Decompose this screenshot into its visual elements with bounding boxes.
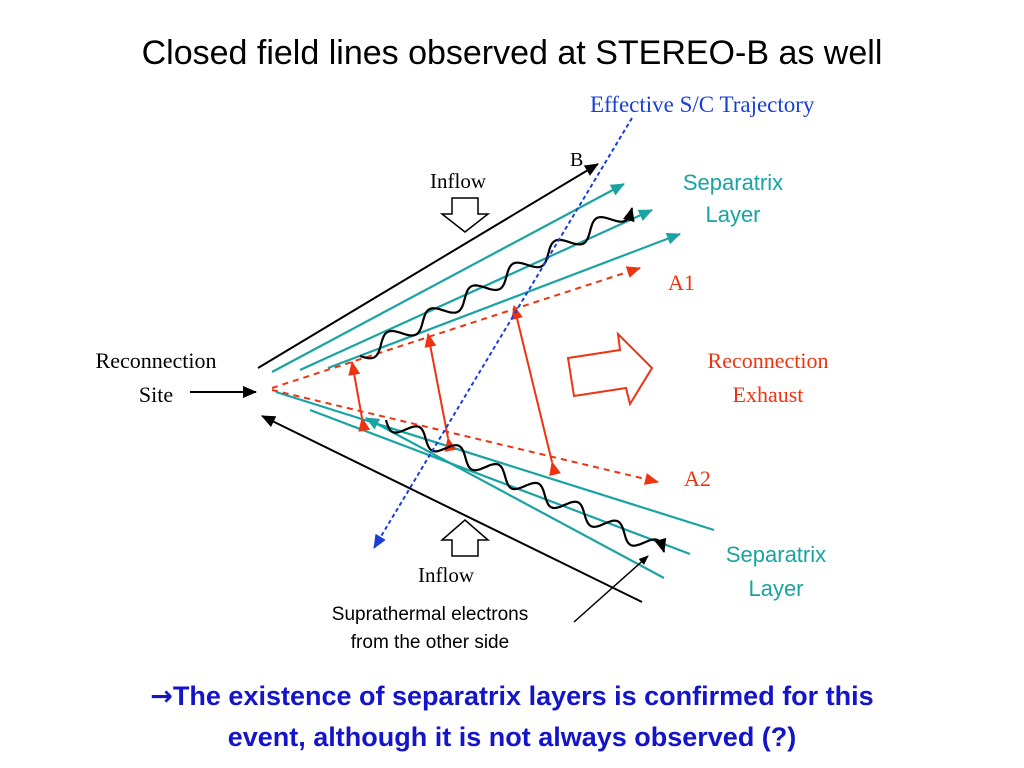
- exhaust-arrow: [424, 333, 457, 452]
- exhaust-arrow: [511, 305, 561, 477]
- trajectory-label: Effective S/C Trajectory: [590, 92, 815, 117]
- conclusion-line2: event, although it is not always observe…: [227, 722, 797, 752]
- suprathermal-pointer-line: [573, 555, 649, 623]
- separatrix-line: [299, 208, 653, 372]
- exhaust-boundary-a2: [271, 389, 659, 485]
- separatrix-bottom-label-line2: Layer: [748, 576, 803, 601]
- lower-black-field-line: [261, 415, 643, 603]
- inflow-bottom-arrow-icon: [439, 519, 491, 557]
- separatrix-top-label-line1: Separatrix: [683, 170, 783, 195]
- a1-label: A1: [668, 270, 695, 295]
- conclusion-text: →The existence of separatrix layers is c…: [20, 676, 1004, 757]
- suprathermal-electron-path-upper: [359, 207, 635, 360]
- reconnection-site-label-line2: Site: [139, 382, 173, 407]
- slide-title: Closed field lines observed at STEREO-B …: [141, 34, 883, 72]
- separatrix-top-label-line2: Layer: [705, 202, 760, 227]
- conclusion-line1: The existence of separatrix layers is co…: [172, 681, 874, 711]
- separatrix-bottom-label-line1: Separatrix: [726, 542, 826, 567]
- suprathermal-label-line2: from the other side: [351, 632, 509, 653]
- exhaust-label-line1: Reconnection: [708, 348, 829, 373]
- suprathermal-label-line1: Suprathermal electrons: [332, 604, 528, 625]
- inflow-bottom-label: Inflow: [418, 563, 475, 587]
- separatrix-line: [271, 183, 625, 373]
- separatrix-line: [327, 232, 681, 370]
- separatrix-line: [365, 417, 665, 579]
- separatrix-line: [309, 408, 691, 556]
- exhaust-label-line2: Exhaust: [733, 382, 804, 407]
- suprathermal-electron-path-lower: [384, 419, 667, 553]
- upper-black-field-line: [257, 163, 599, 369]
- reconnection-site-label-line1: Reconnection: [96, 348, 217, 373]
- b-label: B: [570, 149, 583, 171]
- exhaust-boundary-a1: [271, 266, 641, 389]
- separatrix-line: [275, 390, 715, 532]
- conclusion-arrow-icon: →: [150, 681, 173, 712]
- inflow-top-arrow-icon: [439, 197, 491, 233]
- inflow-top-label: Inflow: [430, 169, 487, 193]
- exhaust-arrow-icon: [566, 331, 654, 407]
- exhaust-arrow: [348, 361, 371, 432]
- a2-label: A2: [684, 466, 711, 491]
